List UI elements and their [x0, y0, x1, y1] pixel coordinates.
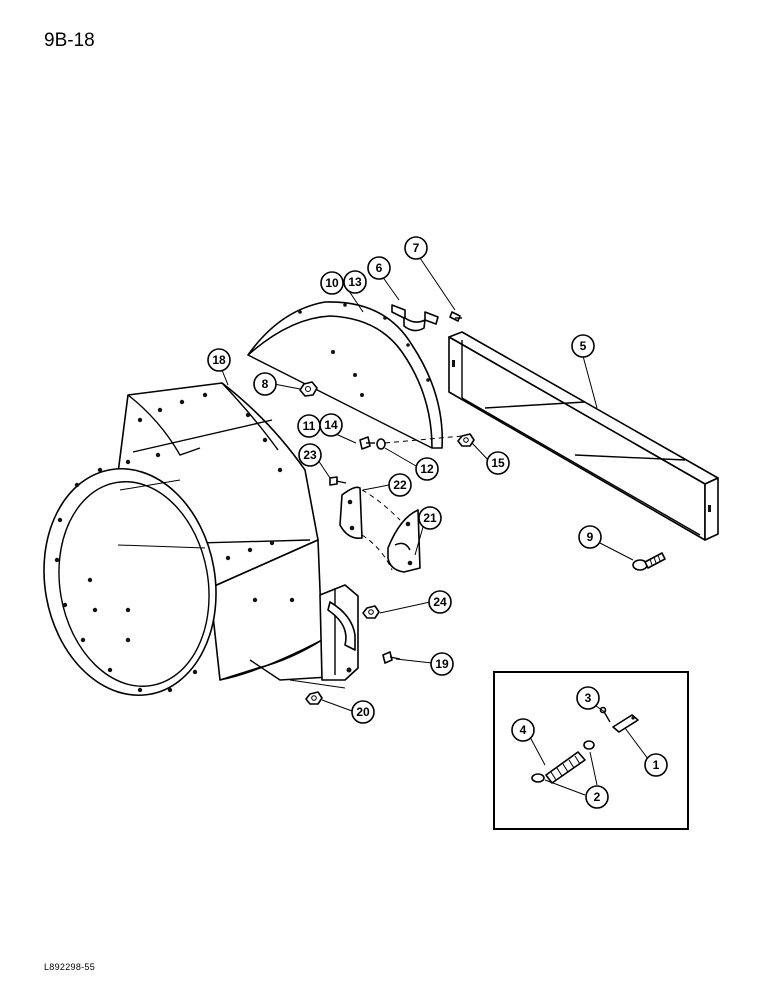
- hex-nut-20: [305, 691, 323, 705]
- bolt-23: [329, 476, 347, 486]
- callout-21: 21: [418, 506, 442, 530]
- bearing-plate-21: [387, 509, 421, 573]
- drawing-code: L892298-55: [44, 962, 96, 972]
- svg-text:7: 7: [413, 241, 420, 255]
- svg-text:12: 12: [420, 462, 434, 476]
- callout-2: 2: [585, 785, 609, 809]
- rivet-holes: [54, 392, 295, 693]
- callouts: 5 7 6 10 13 18 8 11 14 12 15 23 22 21 9 …: [207, 236, 668, 809]
- bolt-19: [382, 651, 401, 664]
- alignment-line: [384, 435, 463, 444]
- svg-text:19: 19: [435, 657, 449, 671]
- callout-9: 9: [578, 525, 602, 549]
- svg-text:4: 4: [520, 723, 527, 737]
- callout-11: 11: [297, 414, 321, 438]
- fan-housing: [43, 382, 346, 697]
- mounting-bracket: [319, 584, 359, 681]
- svg-text:20: 20: [356, 705, 370, 719]
- hex-nut-15: [457, 433, 475, 447]
- clamp-bolt: [449, 311, 462, 322]
- callout-14: 14: [319, 413, 343, 437]
- callout-15: 15: [486, 451, 510, 475]
- callout-19: 19: [430, 652, 454, 676]
- svg-text:8: 8: [262, 377, 269, 391]
- svg-text:6: 6: [376, 261, 383, 275]
- washer-12: [376, 438, 386, 450]
- callout-23: 23: [298, 443, 322, 467]
- svg-text:1: 1: [653, 758, 660, 772]
- callout-4: 4: [511, 718, 535, 742]
- callout-6: 6: [367, 256, 391, 280]
- hex-nut-24: [362, 605, 380, 619]
- svg-text:18: 18: [212, 353, 226, 367]
- callout-20: 20: [351, 700, 375, 724]
- svg-text:2: 2: [594, 790, 601, 804]
- alignment-line-plates: [361, 489, 401, 521]
- callout-10: 10: [320, 271, 344, 295]
- callout-5: 5: [571, 334, 595, 358]
- svg-text:24: 24: [433, 595, 447, 609]
- svg-text:22: 22: [393, 478, 407, 492]
- eye-bolt: [632, 552, 666, 571]
- spring-assembly: [531, 740, 595, 784]
- svg-text:3: 3: [585, 691, 592, 705]
- callout-22: 22: [388, 473, 412, 497]
- hex-nut-8: [299, 381, 318, 397]
- svg-text:5: 5: [580, 339, 587, 353]
- svg-text:21: 21: [423, 511, 437, 525]
- svg-text:10: 10: [325, 276, 339, 290]
- alignment-line-plates-2: [361, 534, 393, 571]
- callout-7: 7: [404, 236, 428, 260]
- svg-text:23: 23: [303, 448, 317, 462]
- callout-8: 8: [253, 372, 277, 396]
- strap-clamp: [391, 304, 439, 332]
- callout-12: 12: [415, 457, 439, 481]
- svg-text:15: 15: [491, 456, 505, 470]
- svg-text:14: 14: [324, 418, 338, 432]
- bolt-14: [359, 436, 375, 450]
- leader-lines: [221, 257, 652, 796]
- rectangular-channel: [448, 331, 719, 541]
- page-number: 9B-18: [44, 30, 95, 51]
- callout-3: 3: [576, 686, 600, 710]
- svg-text:9: 9: [587, 530, 594, 544]
- curved-shield: [247, 301, 444, 449]
- callout-13: 13: [343, 270, 367, 294]
- callout-18: 18: [207, 348, 231, 372]
- bearing-plate-22: [339, 486, 363, 540]
- svg-text:13: 13: [348, 275, 362, 289]
- link-strap-1: [612, 714, 639, 733]
- svg-text:11: 11: [303, 419, 316, 433]
- callout-1: 1: [644, 753, 668, 777]
- callout-24: 24: [428, 590, 452, 614]
